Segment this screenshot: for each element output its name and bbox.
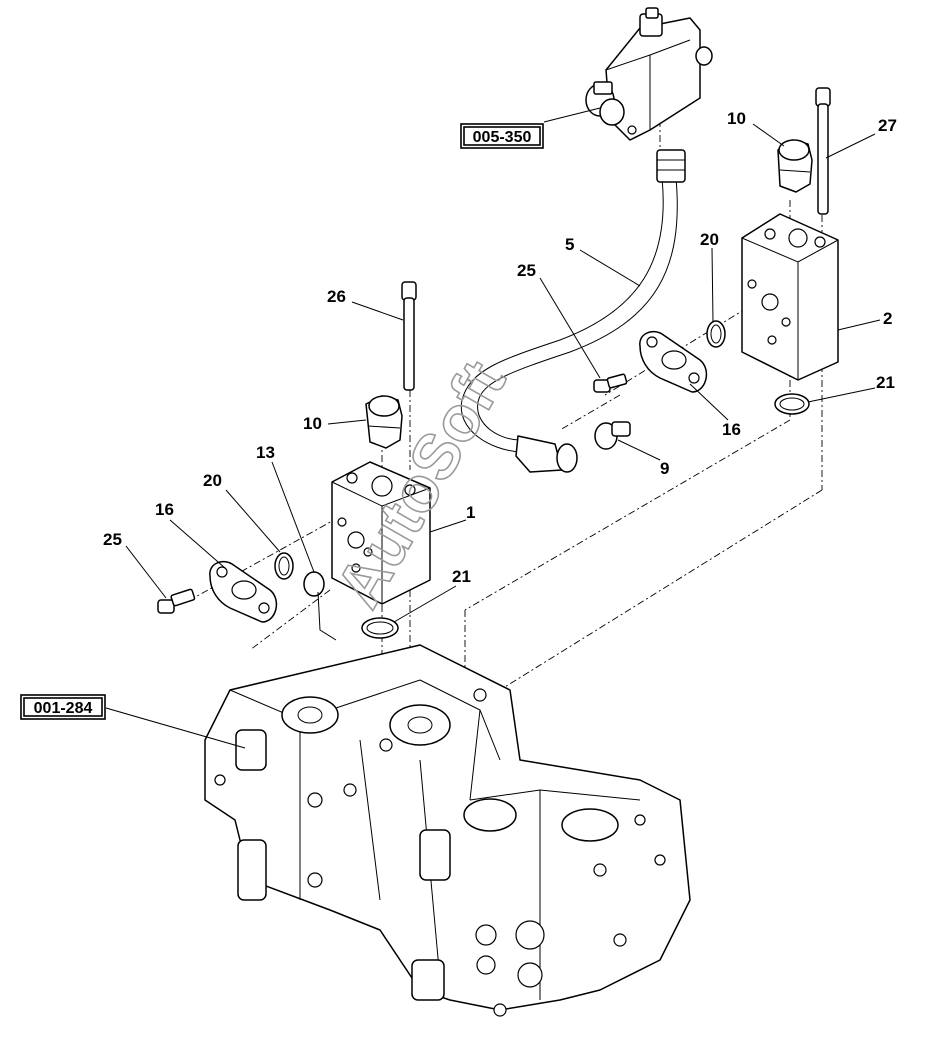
callout-10-top: 10 (727, 109, 746, 128)
callout-2: 2 (883, 309, 892, 328)
callout-20-left: 20 (203, 471, 222, 490)
callout-1: 1 (466, 503, 475, 522)
ref-001-284[interactable]: 001-284 (20, 694, 106, 720)
callout-26: 26 (327, 287, 346, 306)
callout-25-left: 25 (103, 530, 122, 549)
callout-5: 5 (565, 235, 574, 254)
o-rings-right (706, 320, 810, 415)
callout-9: 9 (660, 459, 669, 478)
bolt-25-top (593, 373, 628, 393)
valve-005-350 (585, 7, 713, 141)
fitting-10-left (365, 395, 403, 449)
hose-5 (460, 149, 686, 473)
block-2 (741, 213, 839, 381)
callout-25-top: 25 (517, 261, 536, 280)
ref-001-284-label: 001-284 (34, 700, 93, 717)
flange-16-left (209, 560, 278, 623)
callout-16-left: 16 (155, 500, 174, 519)
bolt-25-left (157, 588, 196, 614)
fitting-10-top (777, 139, 813, 193)
callout-21-right: 21 (876, 373, 895, 392)
block-1 (331, 461, 431, 605)
leader-lines (105, 107, 881, 749)
callout-13: 13 (256, 443, 275, 462)
pump-assembly-001-284 (204, 644, 691, 1017)
callout-27: 27 (878, 116, 897, 135)
ref-005-350-label: 005-350 (473, 129, 532, 146)
bolt-27 (815, 87, 831, 215)
fitting-9 (594, 421, 631, 450)
callout-21-left: 21 (452, 567, 471, 586)
o-rings-left (274, 552, 399, 639)
bolt-26 (401, 281, 417, 391)
callout-20-right: 20 (700, 230, 719, 249)
flange-16-right (639, 330, 708, 393)
ref-005-350[interactable]: 005-350 (460, 123, 544, 149)
callout-numbers: 27 10 20 2 21 16 9 5 25 26 10 13 20 1 16… (103, 109, 897, 586)
callout-16-right: 16 (722, 420, 741, 439)
callout-10-left: 10 (303, 414, 322, 433)
